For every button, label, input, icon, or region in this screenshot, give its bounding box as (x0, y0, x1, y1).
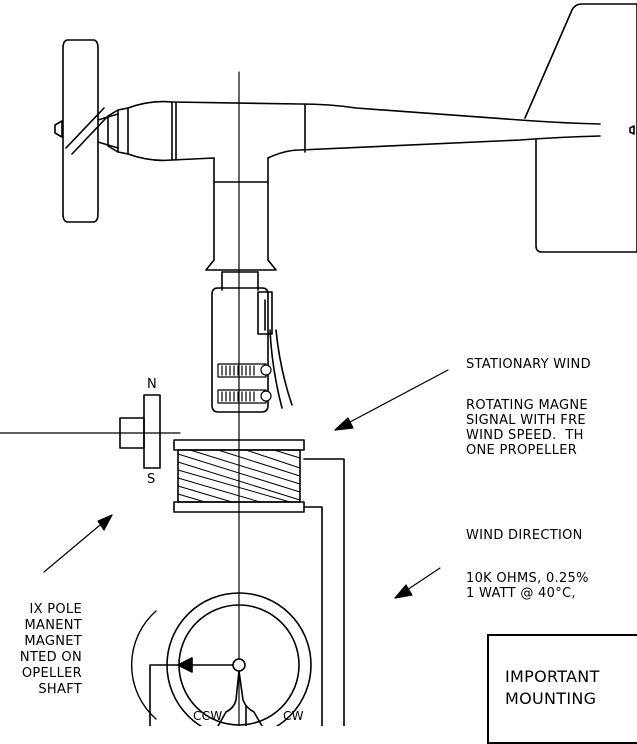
rotating-magnet-line-2: SIGNAL WITH FRE (466, 413, 586, 428)
rotating-magnet-line-3: WIND SPEED. TH (466, 428, 584, 443)
magnet-line-4: NTED ON (19, 650, 82, 665)
pole-south-label: S (147, 472, 156, 487)
important-line-2: MOUNTING (505, 689, 597, 708)
winding-coil (173, 439, 345, 726)
rotating-magnet-line-1: ROTATING MAGNE (466, 398, 588, 413)
potentiometer (130, 592, 312, 726)
hose-clamps (217, 363, 272, 404)
magnet-line-1: IX POLE (29, 602, 82, 617)
stationary-winding-label: STATIONARY WIND (466, 357, 591, 372)
magnet-line-6: SHAFT (38, 682, 82, 697)
potentiometer-line-2: 1 WATT @ 40°C, (466, 586, 576, 601)
magnet-line-2: MANENT (24, 618, 82, 633)
lower-housing (211, 287, 293, 413)
pole-north-label: N (147, 377, 158, 392)
leader-arrows (43, 369, 449, 599)
anemometer-body (127, 100, 601, 291)
tail-fin (524, 3, 637, 253)
propeller (54, 39, 129, 223)
magnet-disc (0, 394, 181, 469)
cw-label: CW (283, 709, 304, 723)
rotating-magnet-line-4: ONE PROPELLER (466, 443, 578, 458)
magnet-line-5: OPELLER (21, 666, 82, 681)
important-line-1: IMPORTANT (505, 667, 600, 686)
wind-direction-label: WIND DIRECTION (466, 528, 583, 543)
potentiometer-line-1: 10K OHMS, 0.25% (466, 571, 589, 586)
magnet-line-3: MAGNET (24, 634, 82, 649)
ccw-label: CCW (193, 709, 223, 723)
anemometer-diagram (0, 3, 637, 726)
